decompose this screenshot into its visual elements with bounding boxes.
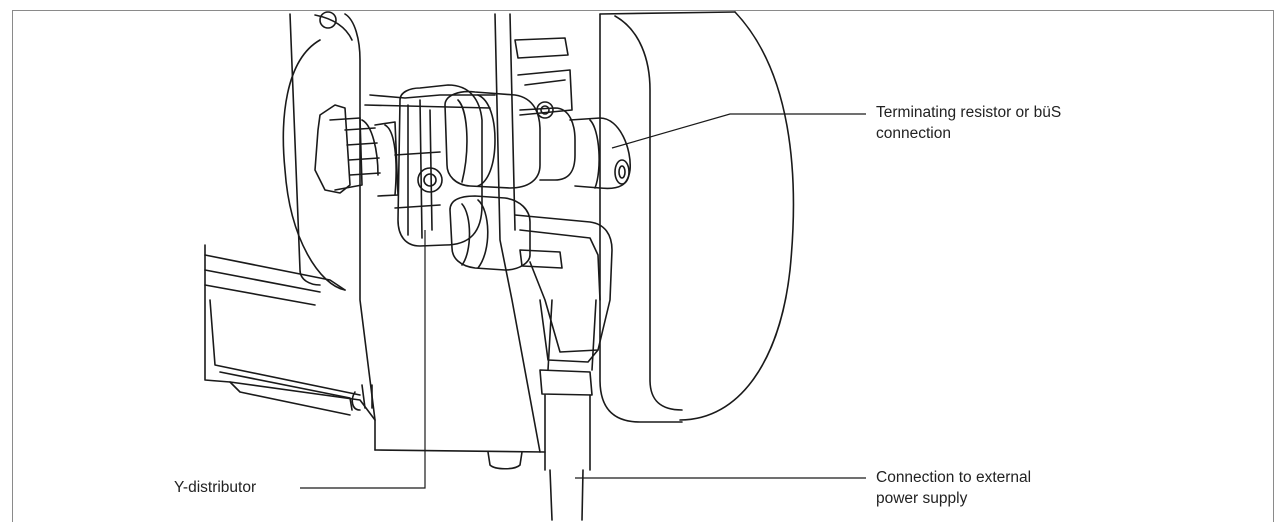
housing-arc: [679, 11, 795, 421]
clip: [351, 384, 373, 411]
label-terminating-resistor: Terminating resistor or büS connection: [876, 102, 1061, 144]
label-y-distributor-text: Y-distributor: [174, 479, 257, 496]
angle-window: [519, 249, 563, 269]
cable-sleeve: [539, 369, 593, 396]
slot-lower: [517, 69, 573, 116]
leader-y-distributor: [300, 230, 426, 489]
label-terminating-line1: Terminating resistor or büS: [876, 104, 1062, 121]
distributor-hole: [417, 167, 443, 193]
right-panel-inner: [614, 15, 683, 411]
slot-upper: [514, 37, 569, 59]
angle-housing: [514, 214, 613, 353]
label-power-line2: power supply: [876, 490, 968, 507]
upper-plug-tip: [569, 117, 631, 190]
figure-frame: [12, 10, 1274, 522]
left-slab-outline: [289, 13, 321, 286]
foot: [487, 451, 523, 470]
label-terminating-line2: connection: [876, 125, 951, 142]
label-power-supply: Connection to external power supply: [876, 467, 1031, 509]
leader-terminating: [611, 113, 866, 149]
screw-upper: [536, 101, 554, 119]
label-power-line1: Connection to external: [876, 469, 1032, 486]
right-panel: [599, 13, 683, 423]
left-boss: [282, 39, 346, 291]
upper-connector: [444, 90, 541, 189]
gland: [314, 104, 351, 194]
label-y-distributor: Y-distributor: [174, 477, 256, 498]
